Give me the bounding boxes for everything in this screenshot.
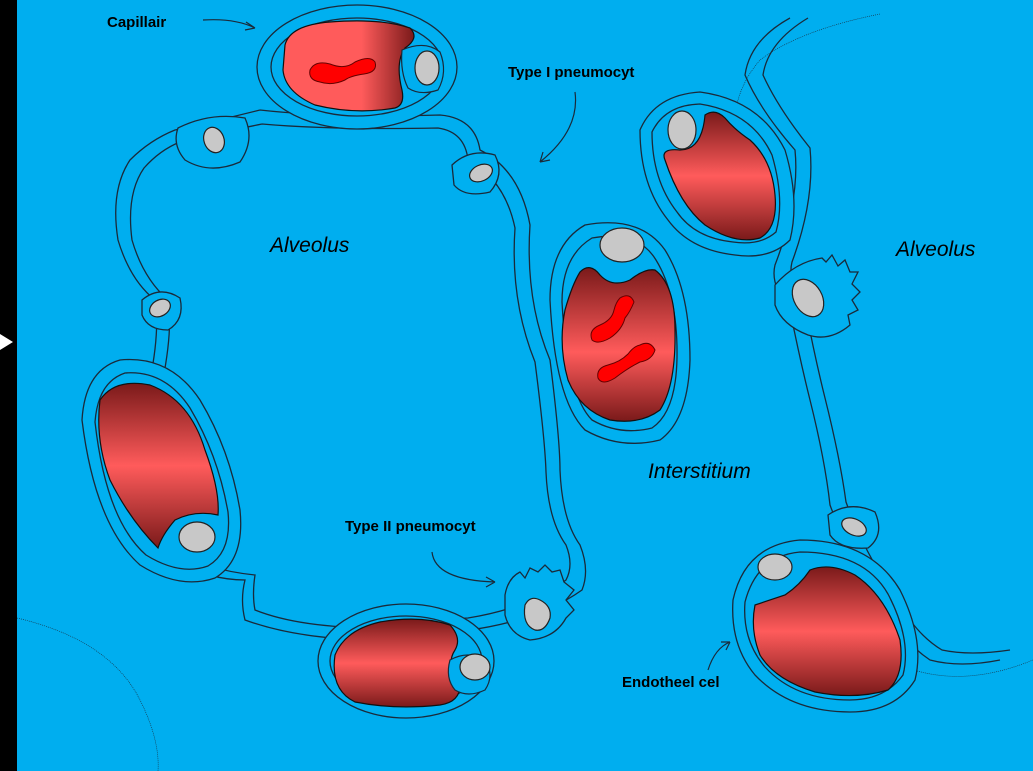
alveolus-right-label: Alveolus <box>894 238 976 261</box>
type2-pneumocyte-label: Type II pneumocyt <box>345 518 476 535</box>
type1-pneumocyte-label: Type I pneumocyt <box>508 64 634 81</box>
endotheel-cel-label: Endotheel cel <box>622 674 720 691</box>
type1-pneumocyte-top-left <box>176 116 249 168</box>
capillary-bottom <box>318 604 494 718</box>
capillary-center <box>550 223 690 444</box>
type1-pneumocyte-top-right <box>452 153 499 194</box>
alveolus-left-label: Alveolus <box>268 234 350 257</box>
left-frame-band <box>0 0 17 771</box>
interstitium-label: Interstitium <box>648 460 751 483</box>
capillair-label: Capillair <box>107 14 166 31</box>
capillary-top <box>257 5 457 129</box>
type1-pneumocyte-left <box>142 292 181 330</box>
